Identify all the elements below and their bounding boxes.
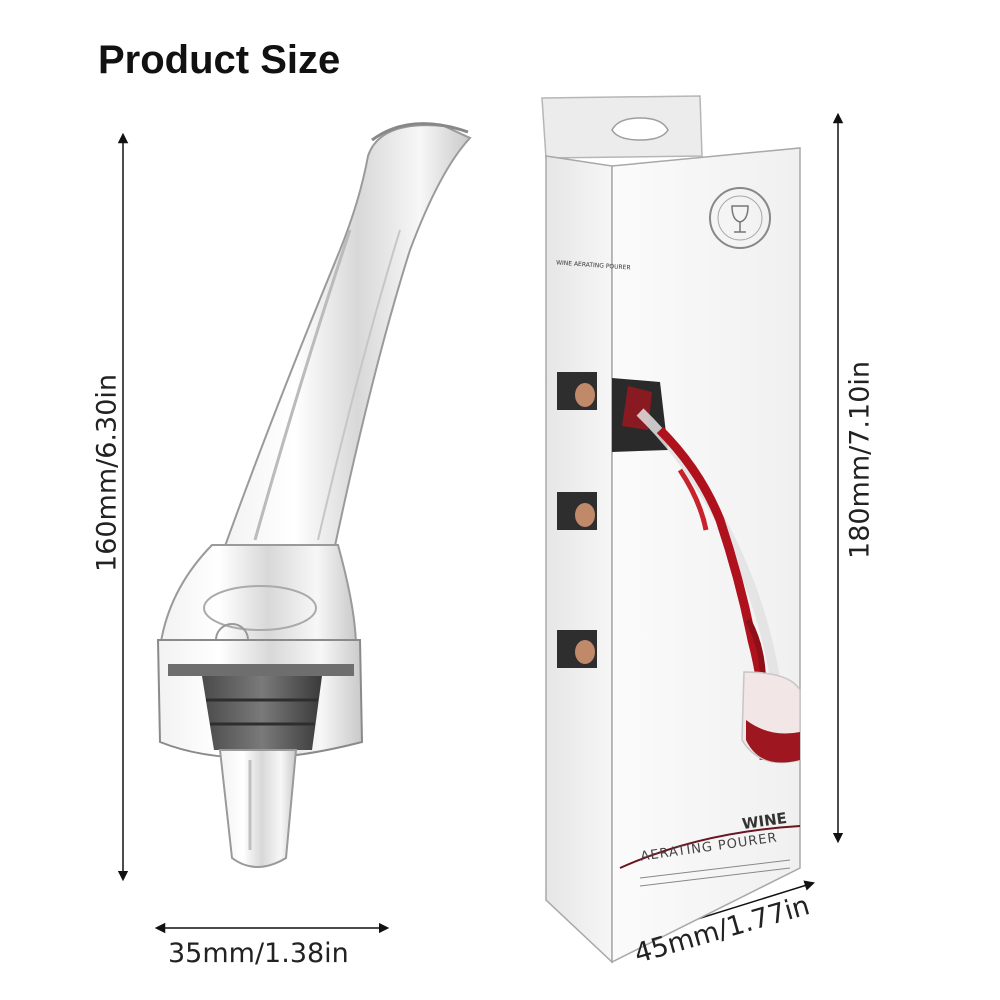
- pourer-height-label: 160mm/6.30in: [91, 374, 123, 572]
- package-box: [541, 95, 801, 964]
- pourer-width-label: 35mm/1.38in: [168, 938, 349, 969]
- pourer-icon: [156, 122, 472, 868]
- box-height-label: 180mm/7.10in: [844, 361, 876, 559]
- page-title: Product Size: [98, 38, 341, 82]
